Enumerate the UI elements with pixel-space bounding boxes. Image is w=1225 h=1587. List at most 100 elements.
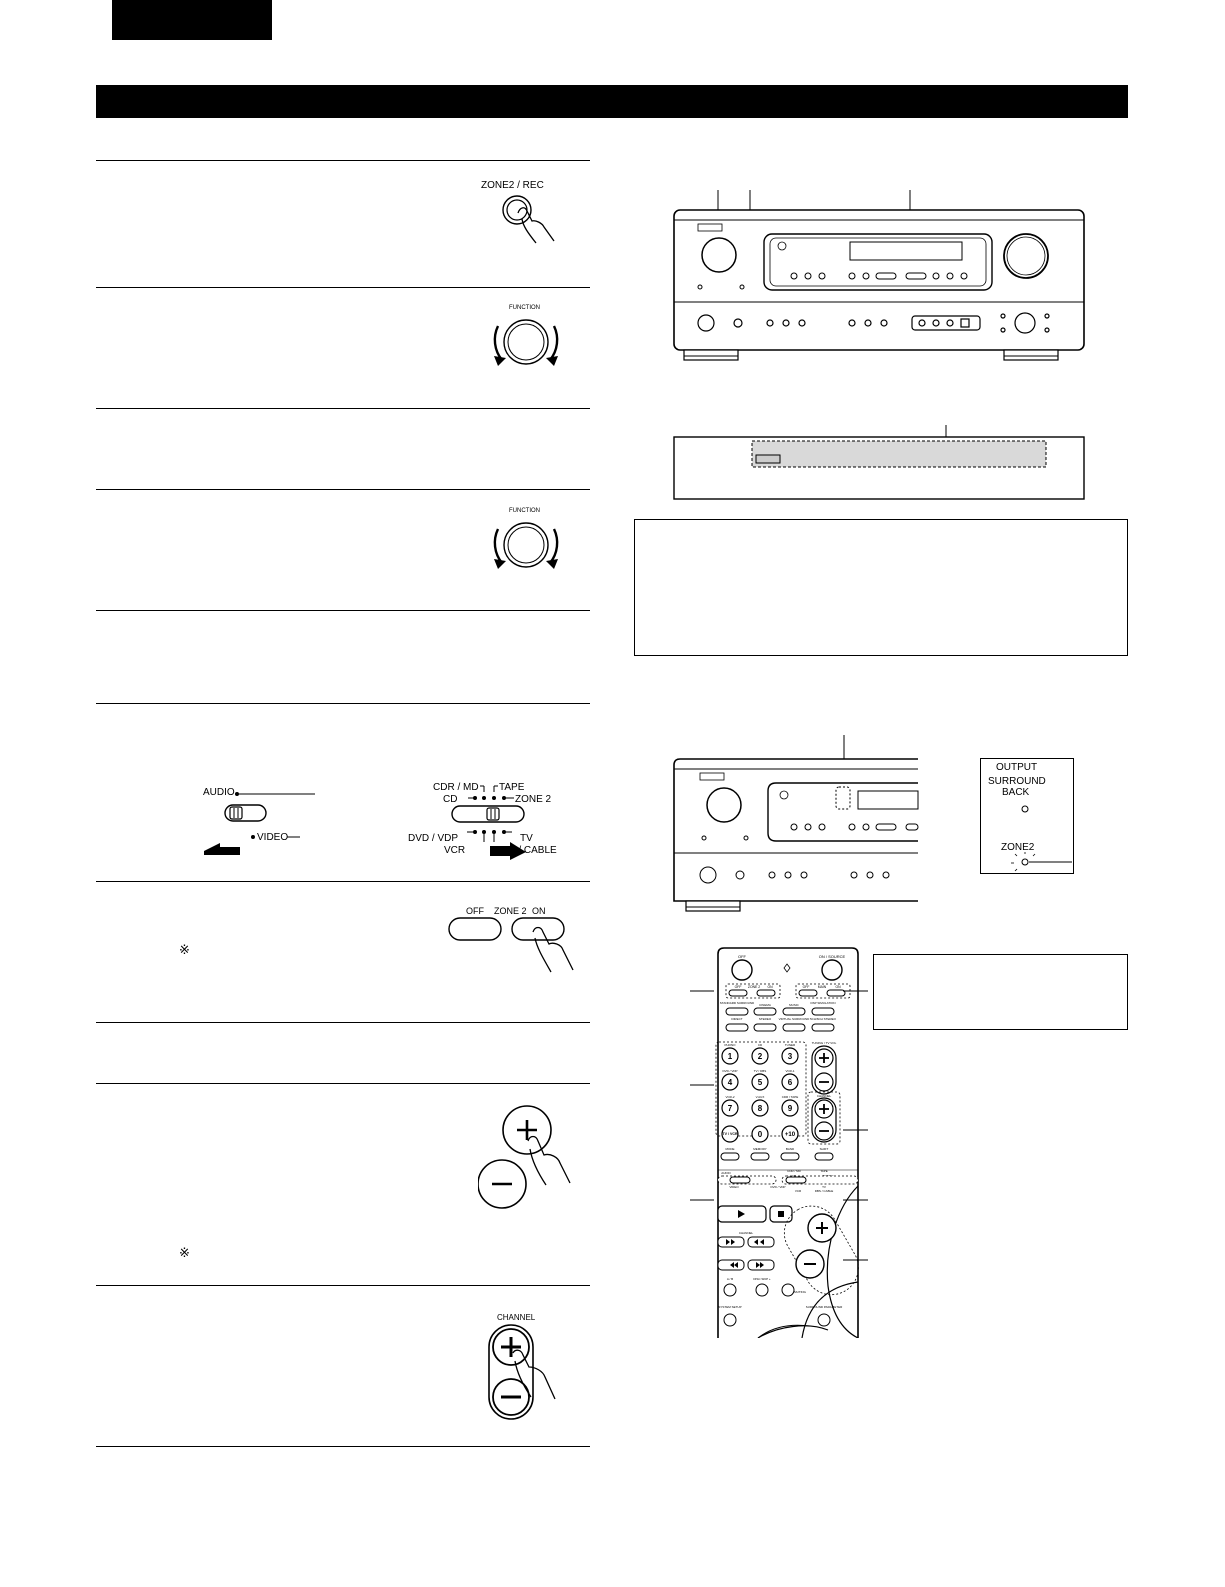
remote-mode-label: STANDARD SURROUND <box>720 1001 755 1005</box>
function-knob-icon[interactable] <box>480 515 572 575</box>
switch-dvd-vdp-label: DVD / VDP <box>408 833 459 844</box>
switch-dbs-cable-label: DBS / CABLE <box>495 845 557 856</box>
remote-tape-label: TAPE <box>820 1169 828 1173</box>
switch-tv-label: TV <box>520 833 533 844</box>
remote-bottom-label: MODE <box>726 1147 735 1151</box>
remote-disc-skip-label: DISC SKIP + <box>753 1277 771 1281</box>
source-selector-switch[interactable] <box>440 780 580 880</box>
remote-mode-button[interactable] <box>720 1152 740 1161</box>
remote-digit-0[interactable]: 0 <box>758 1130 763 1139</box>
remote-stereo-button[interactable] <box>753 1023 777 1032</box>
remote-digit-3[interactable]: 3 <box>788 1052 793 1061</box>
remote-digit-4[interactable]: 4 <box>728 1078 733 1087</box>
remote-source-label: VCR-2 <box>725 1095 734 1099</box>
remote-cdr-md-label: CDR / MD <box>787 1169 801 1173</box>
remote-mode-label: CINEMA <box>759 1003 771 1007</box>
note-mark: ※ <box>179 1245 190 1260</box>
remote-digit-1[interactable]: 1 <box>728 1052 733 1061</box>
remote-virtual-surround-button[interactable] <box>782 1023 806 1032</box>
step-divider <box>96 287 590 288</box>
remote-digit-7[interactable]: 7 <box>728 1104 733 1113</box>
step-divider <box>96 1083 590 1084</box>
remote-digit-5[interactable]: 5 <box>758 1078 763 1087</box>
remote-audio-label: AUDIO <box>721 1171 731 1175</box>
step-divider <box>96 1285 590 1286</box>
output-indicator-panel <box>980 758 1074 874</box>
remote-audio-video-switch[interactable] <box>729 1176 751 1184</box>
remote-ab-button[interactable] <box>723 1283 737 1297</box>
step-divider <box>96 489 590 490</box>
language-tab <box>112 0 272 40</box>
receiver-partial-illustration <box>673 735 919 912</box>
surround-label: SURROUND <box>988 776 1046 787</box>
remote-source-label: CDR / TAPE <box>782 1095 799 1099</box>
remote-memory-button[interactable] <box>750 1152 770 1161</box>
remote-music-button[interactable] <box>782 1007 806 1016</box>
remote-digit-9[interactable]: 9 <box>788 1104 793 1113</box>
remote-source-label: PHONO <box>724 1043 736 1047</box>
remote-system-setup-label: SYSTEM SETUP <box>718 1305 741 1309</box>
remote-surround-parameter-button[interactable] <box>817 1313 831 1327</box>
remote-digit-8[interactable]: 8 <box>758 1104 763 1113</box>
remote-bottom-label: SHIFT <box>820 1147 829 1151</box>
channel-label: CHANNEL <box>497 1313 536 1322</box>
remote-muting-label: MUTING <box>794 1290 806 1294</box>
remote-on-source-label: ON / SOURCE <box>819 954 846 959</box>
zone2-on-button-illustration[interactable] <box>445 916 585 978</box>
remote-source-label: V.AUX <box>756 1095 765 1099</box>
remote-digit-6[interactable]: 6 <box>788 1078 793 1087</box>
remote-5ch-stereo-button[interactable] <box>811 1023 835 1032</box>
remote-zone-row-label: ON <box>835 985 841 989</box>
switch-tape-label: TAPE <box>499 782 525 793</box>
switch-video-label: VIDEO <box>257 832 289 843</box>
remote-bottom-label: MEMORY <box>753 1147 766 1151</box>
remote-source-label: VCR-1 <box>785 1069 794 1073</box>
info-note-box <box>634 519 1128 656</box>
step-divider <box>96 160 590 161</box>
remote-digit-2[interactable]: 2 <box>758 1052 763 1061</box>
remote-muting-button[interactable] <box>781 1283 795 1297</box>
switch-cd-label: CD <box>443 794 458 805</box>
remote-main-on-button[interactable] <box>826 989 846 997</box>
remote-dsp-simulation-button[interactable] <box>811 1007 835 1016</box>
zone-off-label: OFF <box>466 906 484 916</box>
display-panel <box>673 425 1085 500</box>
remote-main-off-button[interactable] <box>798 989 818 997</box>
remote-mode-label: 5CH/6CH STEREO <box>810 1017 837 1021</box>
remote-mode-label: DIRECT <box>731 1017 742 1021</box>
remote-source-label: TV / DBS <box>754 1069 767 1073</box>
remote-off-button[interactable] <box>731 959 753 981</box>
channel-buttons-illustration[interactable] <box>485 1323 575 1423</box>
remote-zone2-on-button[interactable] <box>756 989 776 997</box>
remote-source-label: TUNER <box>785 1043 796 1047</box>
remote-dbs-cable-label: DBS / CABLE <box>815 1189 834 1193</box>
remote-tv-vcr-button[interactable]: TV / VCR <box>722 1132 738 1136</box>
remote-band-button[interactable] <box>780 1152 800 1161</box>
remote-disc-skip-button[interactable] <box>755 1283 769 1297</box>
volume-buttons-illustration[interactable] <box>478 1103 578 1211</box>
remote-system-setup-button[interactable] <box>723 1313 737 1327</box>
remote-channel-row-label: CHANNEL <box>739 1231 754 1235</box>
remote-zone2-off-button[interactable] <box>728 989 748 997</box>
zone-on-label: ON <box>532 906 546 916</box>
remote-cinema-button[interactable] <box>753 1007 777 1016</box>
remote-plus10-button[interactable]: +10 <box>785 1132 796 1138</box>
switch-audio-label: AUDIO <box>203 787 235 798</box>
switch-zone2-label: ZONE 2 <box>515 794 552 805</box>
remote-zone-row-label: OFF <box>803 985 810 989</box>
remote-source-switch[interactable] <box>785 1176 807 1184</box>
function-label: FUNCTION <box>509 305 540 311</box>
zone2-rec-button-illustration[interactable] <box>492 193 572 253</box>
step-divider <box>96 703 590 704</box>
remote-vcr-label: VCR <box>795 1189 802 1193</box>
remote-shift-button[interactable] <box>814 1152 834 1161</box>
remote-on-source-button[interactable] <box>821 959 843 981</box>
remote-ab-label: A / B <box>727 1277 733 1281</box>
remote-standard-surround-button[interactable] <box>725 1007 749 1016</box>
step-divider <box>96 610 590 611</box>
function-knob-icon[interactable] <box>480 312 572 372</box>
remote-direct-button[interactable] <box>725 1023 749 1032</box>
remote-channel-label: CHANNEL <box>817 1094 832 1098</box>
audio-video-switch[interactable] <box>200 785 330 865</box>
remote-surround-parameter-label: SURROUND PARAMETER <box>806 1305 843 1309</box>
